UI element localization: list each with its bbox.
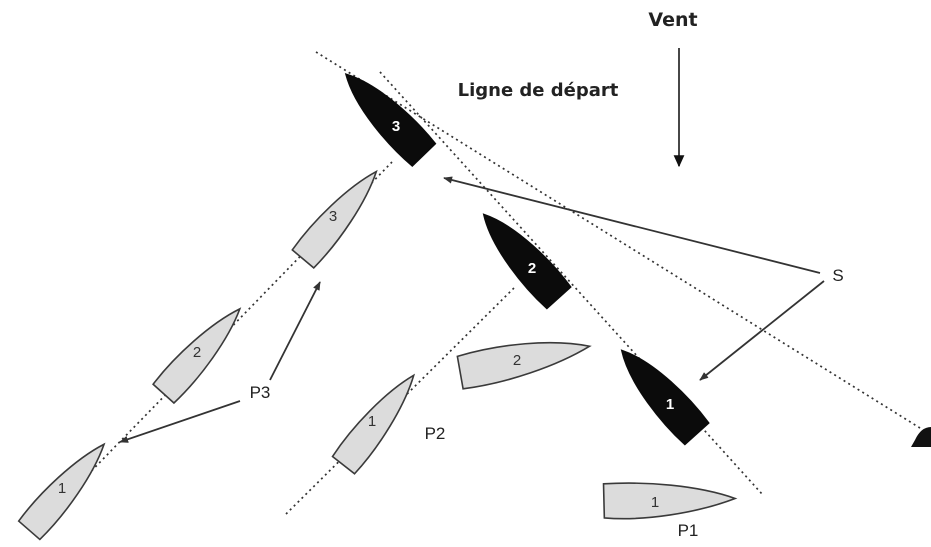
wind-label: Vent [648, 9, 697, 31]
boat-number: 3 [329, 208, 337, 225]
start-line [315, 51, 921, 429]
s-arrow-to-boat-1 [699, 280, 825, 381]
boat-number: 1 [651, 494, 659, 511]
black-boat-3: 3 [344, 73, 437, 167]
boat-number: 2 [513, 352, 521, 369]
boat-number: 1 [58, 480, 66, 497]
p1-label: P1 [678, 521, 699, 540]
s-label: S [832, 266, 843, 285]
p2-boat-1: 1 [331, 373, 416, 475]
boat-number: 1 [666, 396, 674, 413]
p3-arrow-to-boat-3 [269, 281, 321, 381]
black-boat-1: 1 [620, 349, 710, 446]
p2-boat-2: 2 [456, 341, 592, 390]
p3-boat-2: 2 [152, 307, 242, 405]
p3-boat-3: 3 [291, 169, 378, 269]
p3-arrow-to-boat-1 [119, 400, 241, 443]
black-boat-2: 2 [482, 213, 572, 310]
p2-label: P2 [425, 424, 446, 443]
boat-number: 3 [392, 118, 400, 135]
committee-boat-icon [911, 427, 931, 447]
boat-number: 1 [368, 413, 376, 430]
s-arrow-to-boat-3 [443, 176, 821, 274]
p1-boat-1: 1 [602, 482, 738, 520]
p2-course [285, 285, 517, 515]
p3-label: P3 [250, 383, 271, 402]
boat-number: 2 [528, 260, 536, 277]
start-line-label: Ligne de départ [458, 80, 619, 101]
boat-number: 2 [193, 344, 201, 361]
p3-boat-1: 1 [17, 442, 106, 541]
